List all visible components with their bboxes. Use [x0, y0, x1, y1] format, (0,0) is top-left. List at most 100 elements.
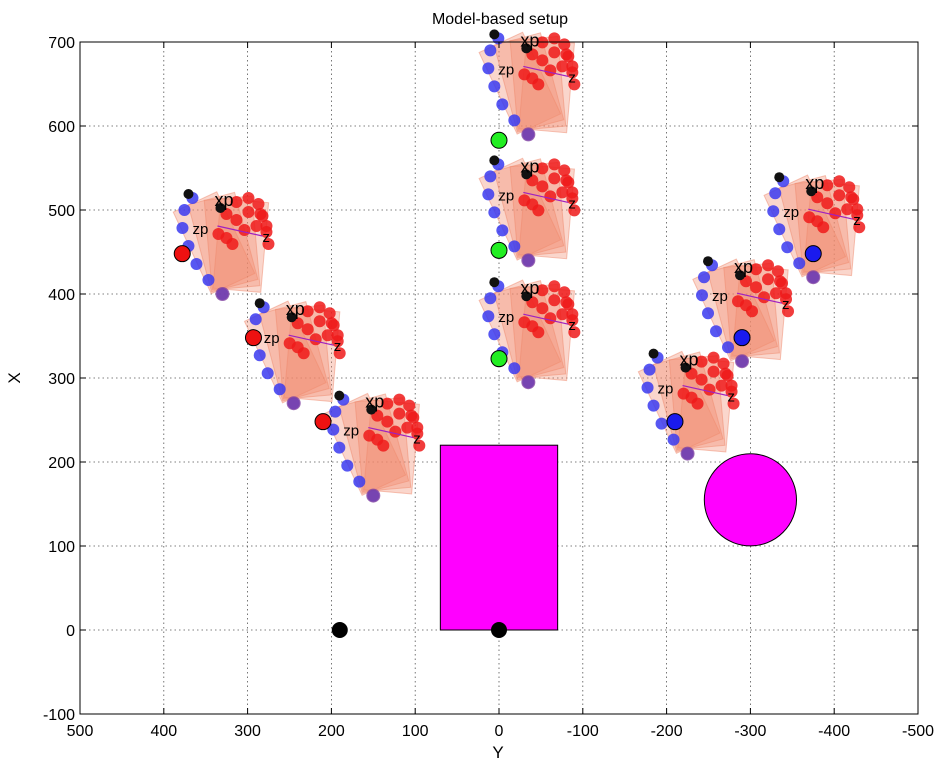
finger-joint [725, 385, 738, 398]
thumb-tip [703, 256, 714, 267]
x-tick-label: -300 [734, 723, 766, 740]
finger-joint [403, 399, 416, 412]
finger-tip [735, 270, 746, 281]
finger-joint [548, 280, 561, 293]
finger-joint [782, 305, 795, 318]
finger-joint [238, 224, 251, 236]
finger-joint [758, 291, 771, 304]
thumb-tip [254, 298, 265, 309]
finger-joint [325, 317, 338, 330]
thumb-joint [698, 271, 711, 284]
finger-joint [566, 66, 579, 79]
thumb-joint [647, 399, 660, 412]
grasp-target [173, 245, 191, 263]
finger-tip [806, 186, 817, 197]
finger-joint [254, 208, 267, 220]
finger-joint [566, 314, 579, 327]
finger-joint [556, 308, 569, 321]
y-tick-label: 300 [48, 371, 75, 388]
finger-joint [762, 273, 775, 286]
thumb-tip [489, 29, 500, 40]
finger-tip [286, 312, 297, 323]
finger-joint [568, 326, 581, 339]
y-tick-label: 400 [48, 287, 75, 304]
finger-joint [707, 351, 720, 364]
finger-joint [250, 220, 263, 232]
finger-joint [719, 367, 732, 380]
finger-joint [548, 46, 561, 59]
y-axis-label: X [5, 372, 24, 383]
wrist-marker [521, 375, 536, 390]
finger-joint [558, 164, 571, 177]
obstacle-circle [703, 453, 797, 547]
finger-joint [230, 214, 243, 226]
finger-joint [260, 226, 273, 238]
finger-joint [780, 293, 793, 306]
frame-axis-line [808, 208, 854, 220]
finger-joint [411, 427, 424, 440]
annotation-xp: xp [520, 278, 539, 298]
thumb-joint [508, 362, 521, 375]
finger-joint [548, 294, 561, 307]
annotation-zp: zp [192, 221, 208, 238]
finger-joint [774, 275, 787, 288]
finger-joint [715, 379, 728, 392]
finger-joint [853, 221, 866, 234]
finger-joint [568, 204, 581, 217]
finger-tip [366, 404, 377, 415]
finger-joint [544, 312, 557, 325]
x-tick-label: 0 [495, 723, 504, 740]
finger-tip [680, 362, 691, 373]
finger-joint [536, 284, 549, 297]
thumb-joint [488, 206, 501, 219]
finger-joint [727, 397, 740, 410]
thumb-joint [327, 423, 340, 436]
finger-joint [331, 335, 344, 348]
annotation-z: z [853, 212, 861, 229]
thumb-joint [488, 328, 501, 341]
finger-joint [851, 209, 864, 222]
finger-joint [560, 296, 573, 309]
annotation-z: z [728, 389, 736, 406]
finger-joint [548, 158, 561, 171]
grasp-target [490, 350, 508, 368]
thumb-joint [253, 349, 266, 362]
x-tick-label: -200 [651, 723, 683, 740]
finger-joint [750, 263, 763, 276]
finger-tip [521, 43, 532, 54]
x-tick-label: -100 [567, 723, 599, 740]
x-axis-label: Y [492, 743, 503, 760]
finger-joint [381, 415, 394, 428]
finger-joint [691, 397, 704, 410]
finger-joint [558, 286, 571, 299]
finger-joint [843, 181, 856, 194]
thumb-joint [773, 223, 786, 236]
x-tick-label: 200 [318, 723, 345, 740]
finger-joint [262, 238, 275, 250]
frame-axis-line [682, 385, 728, 397]
thumb-joint [655, 417, 668, 430]
annotation-xp: xp [805, 173, 824, 193]
thumb-joint [202, 274, 215, 286]
thumb-tip [489, 277, 500, 288]
annotation-xp: xp [365, 392, 384, 412]
wrist-marker [521, 253, 536, 268]
finger-joint [566, 192, 579, 205]
finger-joint [833, 189, 846, 202]
obstacle-rectangle [439, 444, 559, 631]
y-tick-label: -100 [43, 707, 75, 724]
finger-joint [703, 383, 716, 396]
grasp-target [804, 245, 822, 263]
finger-joint [230, 196, 243, 208]
finger-joint [301, 305, 314, 318]
finger-joint [389, 425, 402, 438]
finger-joint [821, 197, 834, 210]
finger-joint [226, 238, 239, 250]
thumb-joint [793, 257, 806, 270]
